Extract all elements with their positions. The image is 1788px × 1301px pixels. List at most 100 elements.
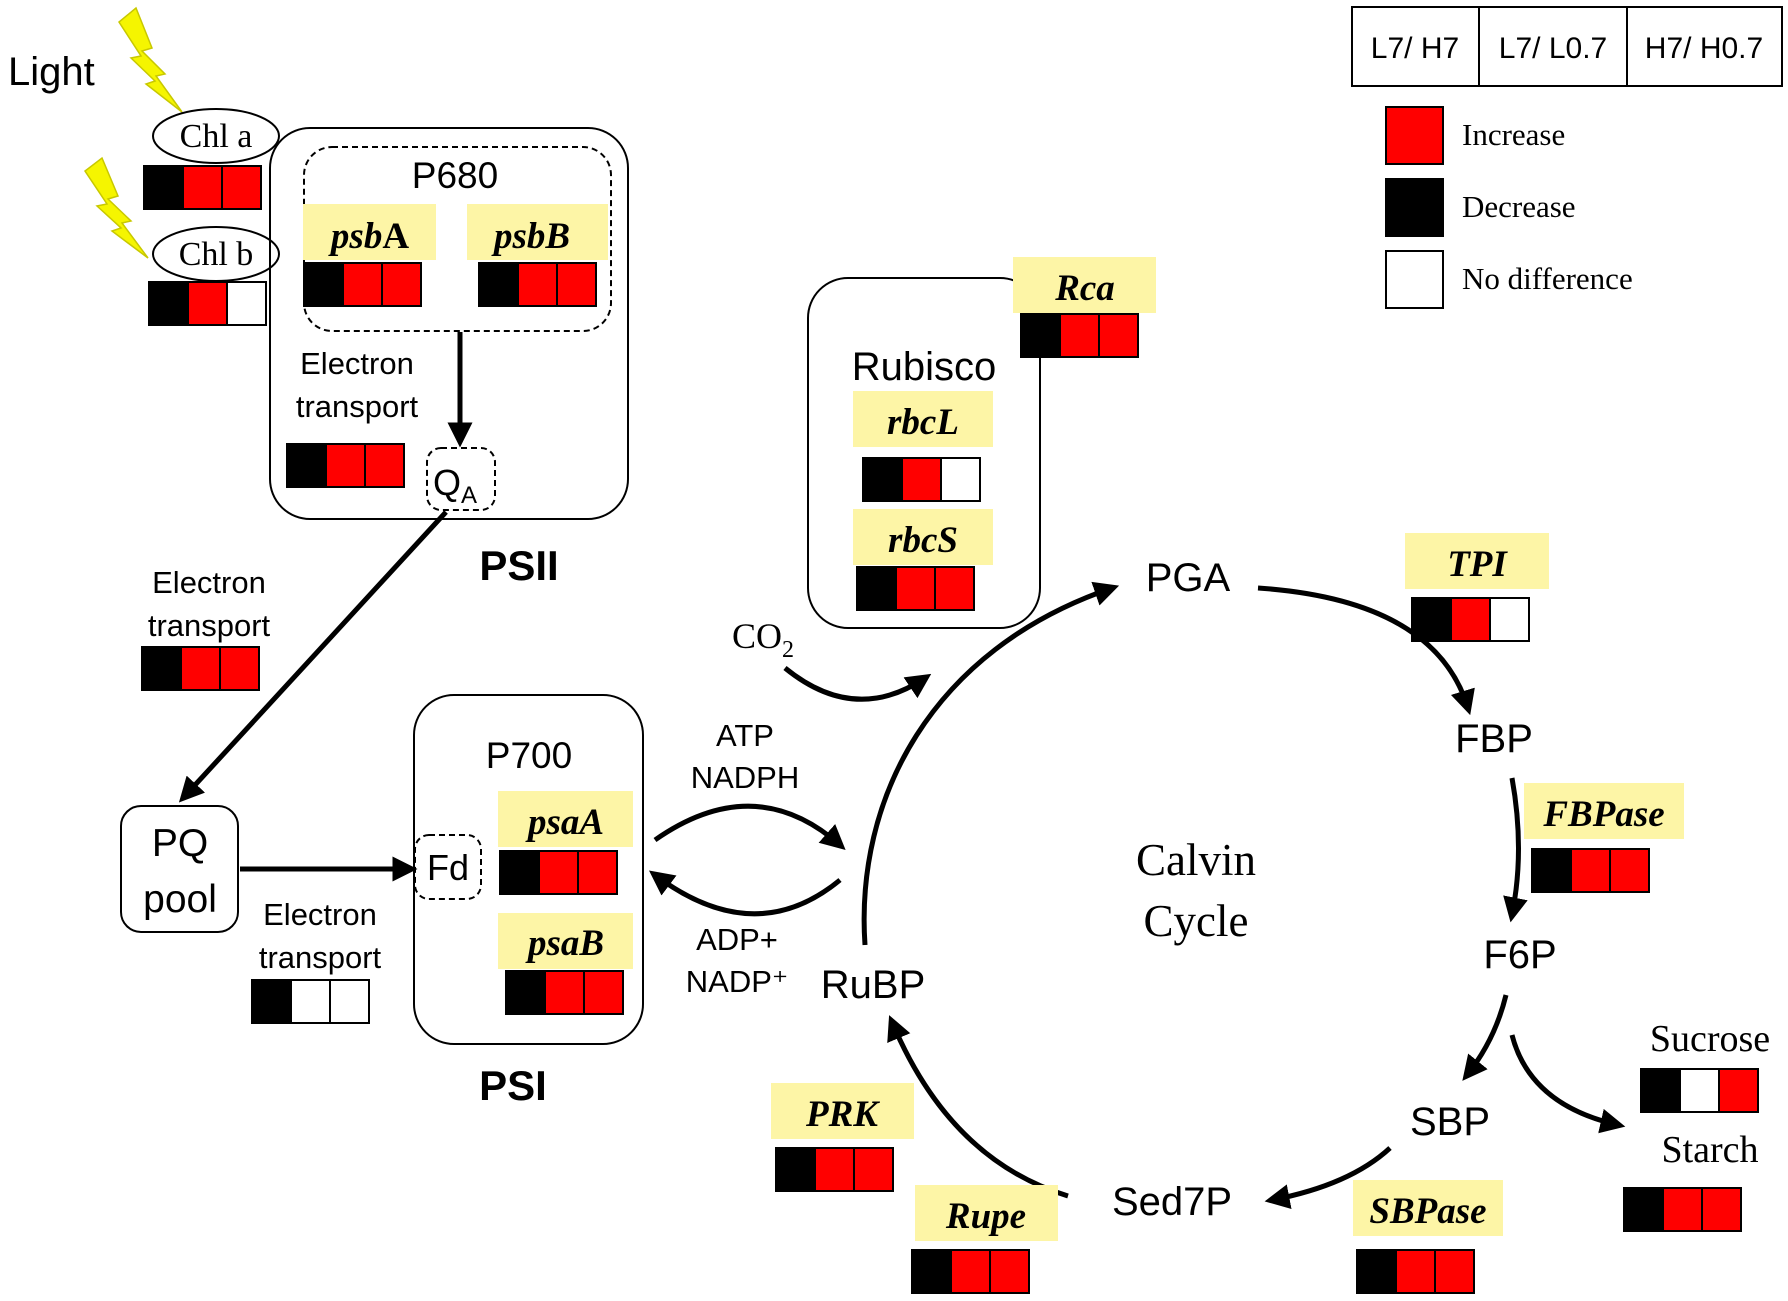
psaA-highlight	[498, 791, 633, 847]
SBPase-label: SBPase	[1369, 1191, 1486, 1232]
arrow-sed7p-to-rubp	[887, 1015, 1069, 1199]
chlb-cell-2-increase	[187, 281, 228, 326]
arrow-rubp-to-pga	[861, 581, 1120, 946]
arrow-qa-to-pq	[178, 510, 448, 803]
psaA-cell-1-decrease	[499, 850, 540, 895]
rubisco-title: Rubisco	[852, 345, 997, 389]
psbB-expression-bar	[478, 262, 597, 307]
chlb-cell-3-none	[226, 281, 267, 326]
PRK-label: PRK	[805, 1094, 880, 1135]
psbA-cell-2-increase	[342, 262, 383, 307]
legend-header-3: H7/ H0.7	[1645, 32, 1763, 65]
lightning-bolt-icon	[83, 156, 149, 259]
legend-swatch-decrease	[1385, 178, 1444, 237]
co2-label: CO2	[732, 616, 794, 663]
FBPase-cell-2-increase	[1570, 848, 1611, 893]
PRK-cell-1-decrease	[775, 1147, 816, 1192]
FBPase-highlight	[1524, 783, 1684, 839]
SBPase-cell-3-increase	[1434, 1249, 1475, 1294]
rbcL-cell-2-increase	[901, 457, 942, 502]
rca-cell-1-decrease	[1020, 313, 1061, 358]
psaA-cell-3-increase	[577, 850, 618, 895]
legend-label-no-difference: No difference	[1462, 261, 1633, 296]
pq-pool-box	[120, 805, 239, 933]
psii-et-expression-bar	[286, 443, 405, 488]
rbcS-label: rbcS	[888, 520, 958, 561]
TPI-expression-bar	[1411, 597, 1530, 642]
sucrose-label: Sucrose	[1650, 1018, 1770, 1060]
psbB-cell-1-decrease	[478, 262, 519, 307]
lightning-bolt-icon	[118, 6, 183, 113]
legend-label-decrease: Decrease	[1462, 189, 1576, 224]
arrow-co2-fixation	[783, 666, 932, 702]
psaB-highlight	[498, 913, 633, 969]
chl-b-label: Chl b	[179, 236, 254, 273]
legend-header-box	[1351, 6, 1783, 87]
legend-label-increase: Increase	[1462, 117, 1565, 152]
psaB-cell-3-increase	[583, 970, 624, 1015]
rbcS-cell-1-decrease	[856, 566, 897, 611]
Rupe-cell-3-increase	[989, 1249, 1030, 1294]
pq-et-cell-1-decrease	[141, 646, 182, 691]
rbcS-cell-3-increase	[934, 566, 975, 611]
rca-highlight	[1013, 257, 1156, 313]
adp-label: ADP+	[696, 922, 778, 957]
chla-cell-1-decrease	[143, 165, 184, 210]
psii-box	[269, 127, 629, 520]
psii-et-cell-2-increase	[325, 443, 366, 488]
PRK-cell-2-increase	[814, 1147, 855, 1192]
legend-swatch-increase	[1385, 106, 1444, 165]
chl-a-expression-bar	[143, 165, 262, 210]
legend: L7/ H7 L7/ L0.7 H7/ H0.7 Increase Decrea…	[1351, 6, 1783, 309]
metabolite-pga: PGA	[1146, 556, 1231, 600]
expression-bars	[141, 165, 1759, 1294]
pq-et-line2: transport	[148, 608, 271, 643]
TPI-cell-3-none	[1489, 597, 1530, 642]
psii-et-line1: Electron	[300, 346, 414, 381]
fd-dashed-box	[414, 834, 482, 900]
arrow-adp-nadp	[648, 870, 842, 917]
sucrose-cell-2-none	[1679, 1068, 1720, 1113]
Rupe-cell-1-decrease	[911, 1249, 952, 1294]
chla-cell-3-increase	[221, 165, 262, 210]
TPI-label: TPI	[1447, 544, 1508, 585]
Rupe-highlight	[915, 1185, 1058, 1241]
chlb-cell-1-decrease	[148, 281, 189, 326]
pq-et-expression-bar	[141, 646, 260, 691]
rca-label: Rca	[1054, 268, 1115, 309]
arrow-fbp-to-f6p	[1503, 777, 1528, 923]
rbcL-highlight	[853, 391, 993, 447]
psbA-cell-1-decrease	[303, 262, 344, 307]
atp-label: ATP	[716, 718, 774, 753]
nadph-label: NADPH	[691, 760, 800, 795]
psii-et-line2: transport	[296, 389, 419, 424]
FBPase-expression-bar	[1531, 848, 1650, 893]
TPI-cell-1-decrease	[1411, 597, 1452, 642]
psii-et-cell-3-increase	[364, 443, 405, 488]
arrow-f6p-to-products	[1509, 1034, 1626, 1134]
TPI-cell-2-increase	[1450, 597, 1491, 642]
rbcL-label: rbcL	[887, 402, 959, 443]
FBPase-label: FBPase	[1542, 794, 1664, 835]
metabolite-fbp: FBP	[1455, 717, 1533, 761]
psbA-cell-3-increase	[381, 262, 422, 307]
rbcS-highlight	[853, 509, 993, 565]
Rupe-label: Rupe	[945, 1196, 1026, 1237]
chla-cell-2-increase	[182, 165, 223, 210]
pq-et-cell-2-increase	[180, 646, 221, 691]
psii-title: PSII	[479, 542, 558, 589]
sucrose-expression-bar	[1640, 1068, 1759, 1113]
metabolite-sbp: SBP	[1410, 1100, 1490, 1144]
calvin-line1: Calvin	[1136, 835, 1256, 885]
pq-pool-line2: pool	[143, 878, 217, 921]
chl-b-expression-bar	[148, 281, 267, 326]
psaA-expression-bar	[499, 850, 618, 895]
metabolite-rubp: RuBP	[821, 963, 926, 1007]
pq-pool-line1: PQ	[152, 822, 208, 865]
psi-et-line2: transport	[259, 940, 382, 975]
rbcS-expression-bar	[856, 566, 975, 611]
FBPase-cell-3-increase	[1609, 848, 1650, 893]
starch-cell-2-increase	[1662, 1187, 1703, 1232]
